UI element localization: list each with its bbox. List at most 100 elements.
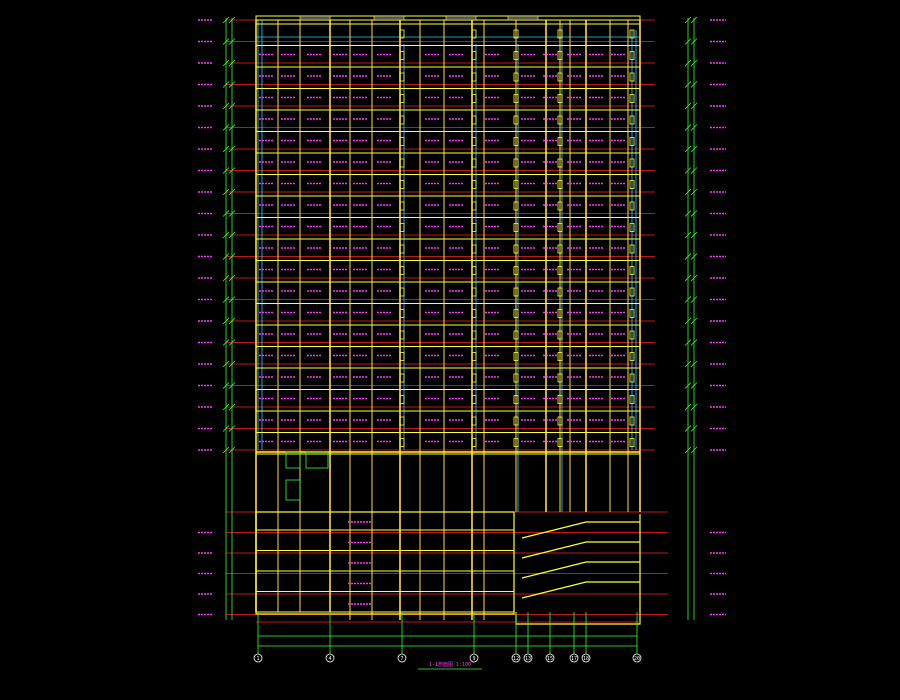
window-frame [471,287,477,297]
window-frame [471,416,477,426]
dimension-tick [228,360,236,368]
dimension-tick [222,38,230,45]
dimension-tick [690,167,698,174]
axis-label: 18 [583,656,589,662]
window-frame [513,266,519,275]
window-frame [399,201,405,211]
window-frame [557,115,563,125]
window-frame [629,137,635,146]
dimension-tick [222,339,230,346]
axis-bubble [569,653,579,663]
dimension-tick [690,231,698,239]
window-frame [557,158,563,168]
window-frame [629,395,635,404]
dimension-tick [690,102,698,110]
window-frame [471,309,477,318]
dimension-tick [222,253,230,260]
window-frame [629,309,635,318]
axis-label: 9 [472,656,475,662]
axis-bubble [253,653,263,663]
dimension-tick [684,102,692,110]
window-frame [513,137,519,146]
window-frame [513,115,519,125]
window-frame [629,438,635,447]
axis-bubble [469,653,479,663]
axis-label: 15 [547,656,553,662]
window-frame [629,94,635,103]
window-frame [471,51,477,60]
dimension-tick [228,296,236,303]
dimension-tick [684,253,692,260]
axis-label: 20 [634,656,640,662]
dimension-tick [684,38,692,45]
window-frame [629,416,635,426]
dimension-tick [690,296,698,303]
window-frame [557,416,563,426]
dimension-tick [684,145,692,153]
dimension-tick [228,425,236,432]
dimension-tick [222,296,230,303]
dimension-tick [222,317,230,325]
window-frame [471,395,477,404]
window-frame [513,373,519,383]
window-frame [513,244,519,254]
window-frame [399,29,405,39]
window-frame [557,287,563,297]
window-frame [399,72,405,82]
dimension-tick [222,16,230,24]
window-frame [557,266,563,275]
window-frame [399,373,405,383]
dimension-tick [222,188,230,196]
basement-box [255,511,515,615]
dimension-tick [228,339,236,346]
window-frame [629,115,635,125]
dimension-tick [684,231,692,239]
window-frame [629,330,635,340]
dimension-tick [690,382,698,389]
dimension-tick [228,382,236,389]
window-frame [399,244,405,254]
dimension-tick [684,16,692,24]
window-frame [629,201,635,211]
window-frame [399,115,405,125]
window-frame [513,72,519,82]
dimension-tick [222,145,230,153]
dimension-tick [222,425,230,432]
dimension-tick [228,446,236,454]
window-frame [471,115,477,125]
window-frame [399,94,405,103]
window-frame [513,94,519,103]
dimension-tick [684,425,692,432]
window-frame [471,201,477,211]
axis-bubble [511,653,521,663]
window-frame [629,373,635,383]
dimension-tick [684,360,692,368]
window-frame [513,438,519,447]
window-frame [471,137,477,146]
dimension-tick [222,210,230,217]
axis-bubble [632,653,642,663]
dimension-tick [228,102,236,110]
window-frame [399,51,405,60]
dimension-tick [228,38,236,45]
window-frame [513,158,519,168]
window-frame [557,330,563,340]
roof-skylight [299,15,331,21]
window-frame [629,51,635,60]
floor-level-lines [226,19,668,615]
dimension-tick [228,188,236,196]
dimension-tick [222,81,230,88]
window-frame [557,244,563,254]
dimension-tick [228,317,236,325]
window-frame [513,330,519,340]
podium-window [285,479,301,501]
axis-label: 1 [256,656,259,662]
dimension-tick [228,231,236,239]
window-frame [471,94,477,103]
dimension-tick [222,403,230,411]
window-frame [513,180,519,189]
window-frame [513,395,519,404]
dimension-tick [222,59,230,67]
window-frame [471,352,477,361]
